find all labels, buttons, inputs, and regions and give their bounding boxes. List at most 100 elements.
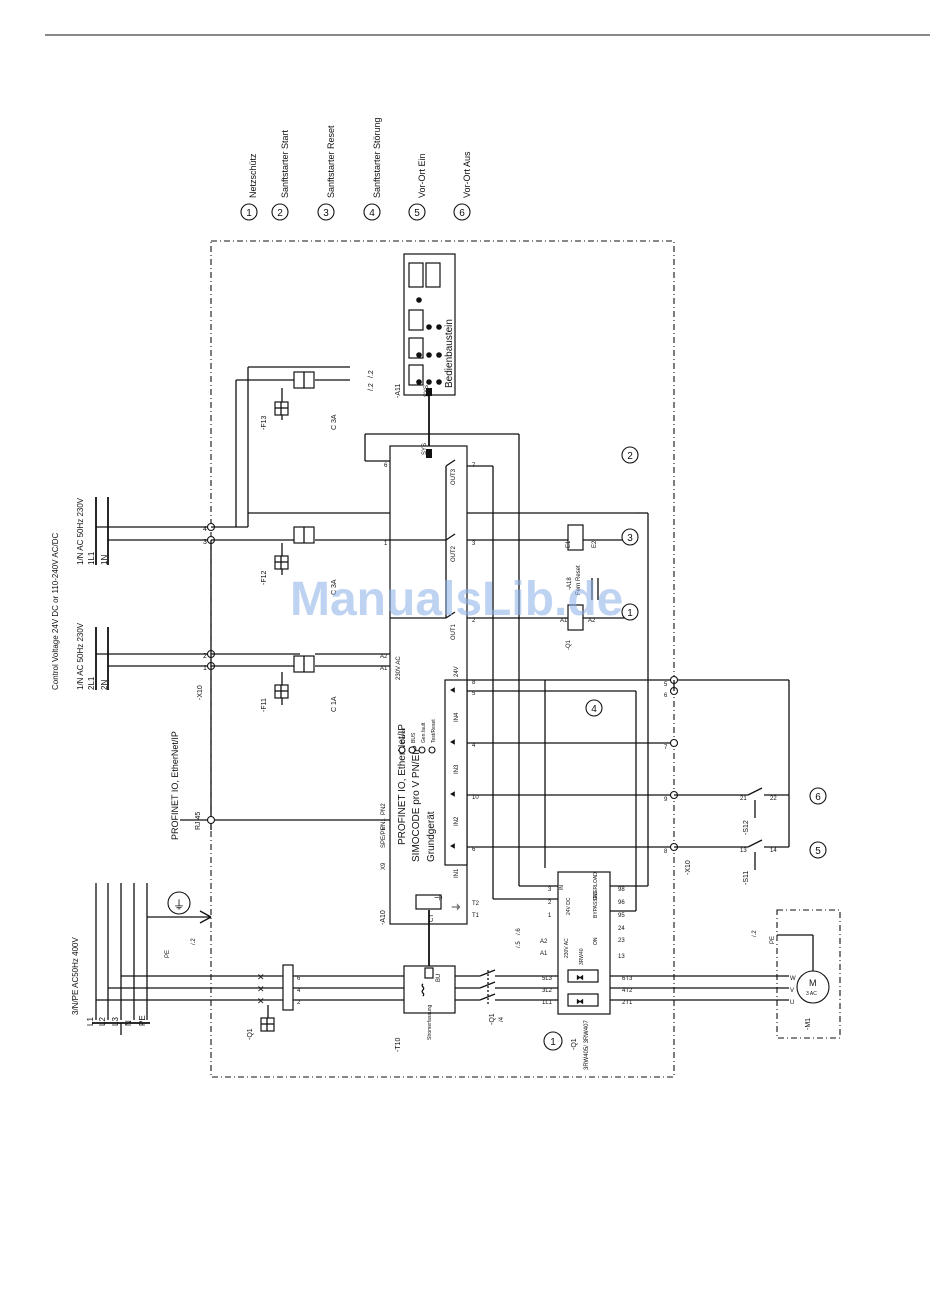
rj45-label: RJ 45 [195, 812, 202, 830]
legend-item-5: 5 Vor-Ort Ein [408, 153, 427, 221]
legend-circle [408, 203, 426, 221]
legend-item-6: 6 Vor-Ort Aus [453, 151, 472, 221]
terminal-num: 6 [297, 976, 301, 982]
e1-label: E1 [566, 540, 572, 548]
led-label-bus: BUS [411, 732, 417, 743]
legend-label: Vor-Ort Aus [462, 151, 472, 198]
legend-label: Sanftstarter Störung [372, 117, 382, 198]
callout-circle [621, 446, 639, 464]
ac1-label: 1/N AC 50Hz 230V [76, 497, 85, 565]
q1-main-label: -Q1 [247, 1028, 254, 1040]
terminal-num: A2 [380, 654, 388, 660]
q1-contact-ref: /4 [499, 1016, 505, 1022]
ac2-l-label: 2L1 [87, 676, 96, 690]
contact [445, 533, 456, 541]
bu-port [424, 967, 434, 979]
f12-label: -F12 [261, 571, 268, 586]
v24-label: 24V [454, 666, 460, 677]
switch-blade [747, 787, 763, 796]
legend-circle [271, 203, 289, 221]
bedien-label: Bedienbaustein [444, 319, 455, 388]
ct-label: CT [429, 914, 435, 922]
q1-contact-label: -Q1 [489, 1013, 496, 1025]
contact [479, 969, 496, 977]
ct-port [415, 894, 442, 910]
soft-starter-q1: ⧓ ⧓ 3RW40 -Q1 3RW405/ 3RW407 24V DC 230V… [557, 871, 611, 1070]
e2-label: E2 [592, 540, 598, 548]
in4-label: IN4 [454, 712, 460, 722]
a11-label: -A11 [395, 384, 402, 398]
ground-symbol [167, 891, 191, 915]
pe-label: PE [165, 950, 171, 958]
terminal-num: 4 [203, 526, 207, 533]
callout-circle [809, 841, 827, 859]
legend-circle [363, 203, 381, 221]
terminal-num: 5L3 [542, 976, 553, 982]
switch-s12: 21 22 -S12 [740, 787, 777, 835]
terminal-num: 1 [548, 913, 552, 919]
pe-label: PE [770, 936, 776, 944]
ac2-n-label: 2N [100, 680, 109, 690]
legend-label: Netzschütz [248, 153, 258, 198]
ground-icon: ⏚ [173, 898, 185, 912]
out2-label: OUT2 [451, 545, 457, 562]
callout-num: 5 [815, 846, 821, 857]
thyristor-block [567, 969, 599, 983]
legend-label: Sanftstarter Reset [326, 125, 336, 198]
v230ac-label: 230V AC [564, 938, 570, 958]
terminal-num: 3 [548, 887, 552, 893]
terminal-num: 14 [770, 848, 777, 854]
status-led [398, 746, 406, 754]
terminal-num: A1 [540, 951, 548, 957]
m1-label: -M1 [805, 1018, 812, 1030]
x10-right-label: -X10 [685, 860, 692, 875]
in3-label: IN3 [454, 764, 460, 774]
breaker-f12: -F12 C 3A [261, 526, 338, 595]
f13-rating: C 3A [331, 414, 338, 430]
conductor-l1: L1 [86, 1017, 95, 1026]
terminal-num: 6T3 [622, 976, 633, 982]
s11-label: -S11 [743, 871, 750, 885]
terminal-num: 8 [472, 680, 476, 686]
arrow [199, 910, 212, 918]
legend-num: 1 [246, 208, 252, 219]
terminal-num: 6 [472, 847, 476, 853]
ref-label: /.2 [368, 370, 375, 378]
breaker-body [282, 964, 294, 1011]
terminal-num: 21 [740, 796, 747, 802]
legend-circle [240, 203, 258, 221]
terminal-num: 7 [472, 463, 476, 469]
terminal-num: 22 [770, 796, 777, 802]
spe-label: SPE/PE [381, 826, 387, 848]
ct-body [403, 965, 456, 1014]
input-diode: ⯇ [449, 686, 457, 697]
bypassed-label: BYPASSED [593, 891, 599, 918]
panel-led [416, 379, 422, 385]
a18-label: -A18 [567, 577, 573, 590]
motor-enclosure [776, 909, 841, 1039]
legend-num: 4 [369, 208, 375, 219]
terminal-num: 1 [384, 541, 388, 547]
terminal-num: 5 [664, 682, 668, 688]
main-supply: ⏚ PE /.2 [92, 883, 212, 1035]
legend-item-4: 4 Sanftstarter Störung [363, 117, 382, 221]
led-label-test-reset: Test/Reset [431, 719, 437, 743]
f11-label: -F11 [261, 698, 268, 712]
v24dc-label: 24V DC [566, 897, 572, 915]
thyristor-icon: ⧓ [576, 997, 584, 1006]
main-breaker-q1: ✕ ✕ ✕ -Q1 6 4 2 [247, 964, 301, 1040]
status-led [408, 746, 416, 754]
f11-rating: C 1A [331, 696, 338, 712]
panel-display [425, 262, 441, 288]
t10-label: -T10 [395, 1038, 402, 1053]
terminal-num: 2 [297, 1000, 301, 1006]
legend-label: Sanftstarter Start [280, 129, 290, 198]
fern-reset-label: Fern Reset [576, 565, 582, 595]
input-diode: ⯇ [449, 790, 457, 801]
ref-label: /.2 [368, 383, 375, 391]
terminal-num: 96 [618, 900, 625, 906]
panel-button [408, 262, 424, 288]
contactor-q1-main: -Q1 /4 [479, 969, 505, 1025]
ground-glyph: ⏚ [434, 893, 444, 902]
